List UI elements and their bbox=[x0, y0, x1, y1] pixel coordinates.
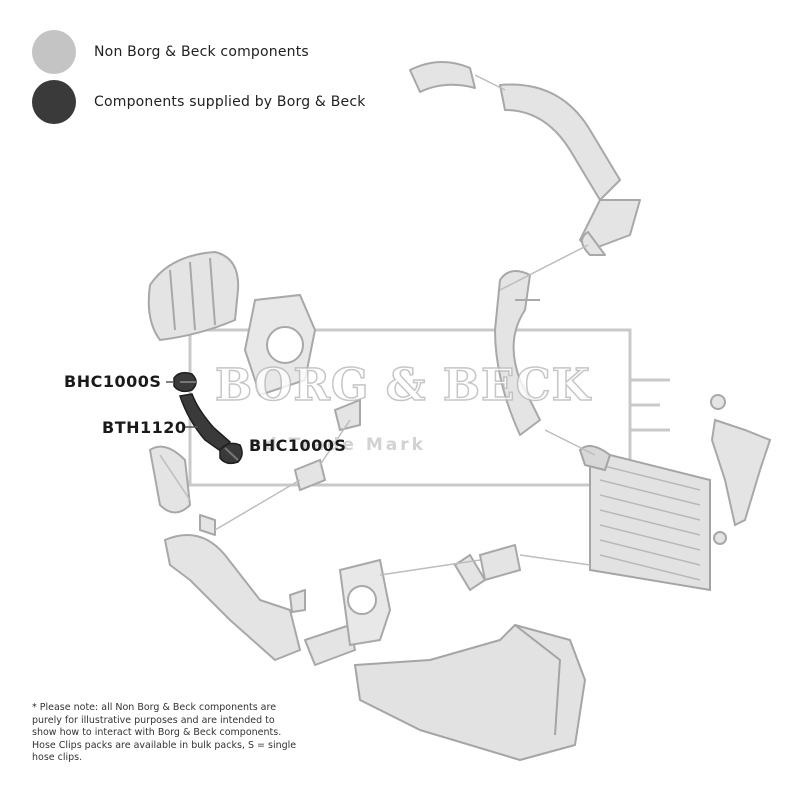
legend-swatch-grey bbox=[32, 30, 76, 74]
lower-hose bbox=[453, 543, 522, 592]
supplied-clip-lower bbox=[219, 442, 243, 465]
legend-label-supplied: Components supplied by Borg & Beck bbox=[94, 94, 366, 110]
small-pipes bbox=[293, 398, 361, 492]
right-bracket bbox=[710, 394, 772, 545]
supplied-clip-upper bbox=[173, 371, 197, 393]
middle-hose bbox=[494, 270, 541, 436]
supplied-hose bbox=[179, 393, 232, 454]
upper-intake-pipe bbox=[409, 60, 641, 256]
part-label-clip-upper: BHC1000S bbox=[64, 372, 162, 391]
part-label-clip-lower: BHC1000S bbox=[249, 436, 347, 455]
watermark-subtitle: ed Trade Mark bbox=[250, 435, 426, 455]
legend-non-supplied: Non Borg & Beck components bbox=[32, 30, 309, 74]
air-duct bbox=[354, 624, 586, 761]
connector-lines bbox=[159, 74, 596, 576]
intercooler bbox=[578, 445, 711, 592]
gasket-plate bbox=[243, 293, 317, 397]
footnote: * Please note: all Non Borg & Beck compo… bbox=[32, 702, 297, 763]
watermark-brand: BORG & BECK bbox=[214, 359, 591, 412]
legend-label-non-supplied: Non Borg & Beck components bbox=[94, 44, 309, 60]
leader-lines bbox=[166, 381, 198, 428]
part-label-hose: BTH1120 bbox=[102, 418, 187, 437]
lower-left-pipe bbox=[149, 445, 356, 666]
airbox bbox=[147, 251, 240, 341]
lower-bracket bbox=[338, 558, 392, 647]
legend-supplied: Components supplied by Borg & Beck bbox=[32, 80, 366, 124]
legend-swatch-dark bbox=[32, 80, 76, 124]
